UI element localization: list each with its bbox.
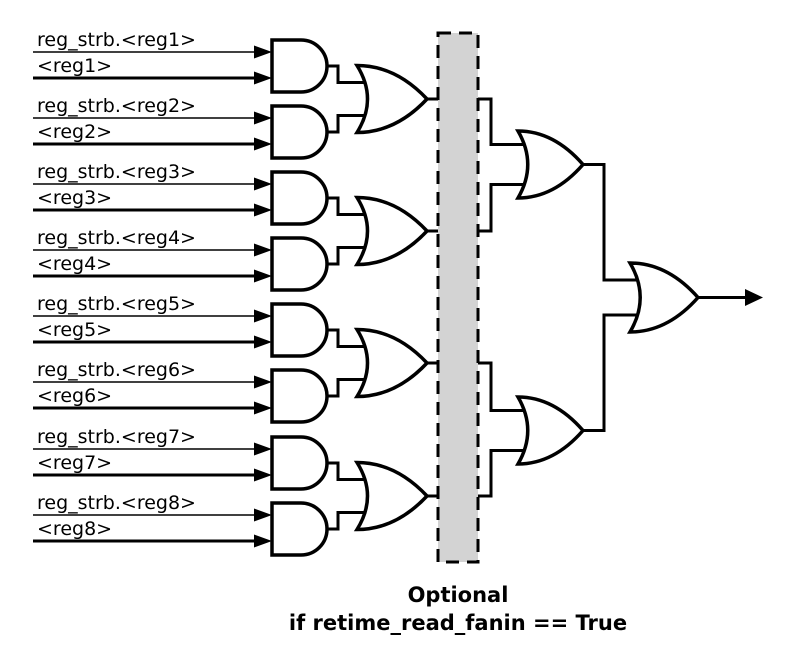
arrowhead-icon — [254, 508, 272, 522]
and-gate-6 — [270, 368, 329, 424]
input-label-reg-3: <reg3> — [37, 187, 112, 209]
input-label-reg-5: <reg5> — [37, 319, 112, 341]
or-gate-stage1-3 — [353, 327, 430, 399]
arrowhead-icon — [254, 45, 272, 59]
final-routing-wires — [583, 163, 646, 432]
wire-and4-or2 — [327, 246, 374, 266]
wire-and3-or2 — [327, 196, 374, 216]
arrowhead-icon — [254, 335, 272, 349]
input-row-5: reg_strb.<reg5> <reg5> — [33, 293, 272, 349]
input-label-strb-4: reg_strb.<reg4> — [37, 227, 196, 249]
arrowhead-icon — [254, 203, 272, 217]
and-gate-7 — [270, 435, 329, 491]
arrowhead-icon — [254, 468, 272, 482]
or-gate-stage1-1 — [353, 63, 430, 135]
optional-caption: Optional if retime_read_fanin == True — [289, 583, 627, 635]
input-row-7: reg_strb.<reg7> <reg7> — [33, 426, 272, 482]
arrowhead-icon — [254, 442, 272, 456]
input-label-strb-2: reg_strb.<reg2> — [37, 95, 196, 117]
stage1-stub-wires — [327, 64, 374, 531]
wire-and8-or4 — [327, 511, 374, 531]
arrowhead-icon — [254, 111, 272, 125]
wire-or6-final — [583, 313, 646, 432]
input-row-1: reg_strb.<reg1> <reg1> — [33, 29, 272, 85]
or-gate-stage1-2 — [353, 195, 430, 267]
and-gates — [270, 38, 329, 557]
input-row-3: reg_strb.<reg3> <reg3> — [33, 161, 272, 217]
or-gate-stage2-1 — [514, 129, 586, 200]
and-gate-1 — [270, 38, 329, 94]
and-gate-4 — [270, 236, 329, 292]
or-gate-stage1-4 — [353, 460, 430, 532]
stage1-or-gates — [353, 63, 430, 532]
input-label-reg-2: <reg2> — [37, 121, 112, 143]
arrowhead-icon — [254, 177, 272, 191]
wire-or5-final — [583, 163, 646, 282]
and-gate-3 — [270, 170, 329, 226]
input-row-4: reg_strb.<reg4> <reg4> — [33, 227, 272, 283]
input-row-6: reg_strb.<reg6> <reg6> — [33, 359, 272, 415]
arrowhead-icon — [254, 71, 272, 85]
arrowhead-icon — [254, 534, 272, 548]
and-gate-8 — [270, 501, 329, 557]
wire-and7-or4 — [327, 461, 374, 481]
and-gate-2 — [270, 104, 329, 160]
wire-and1-or1 — [327, 64, 374, 84]
input-label-reg-8: <reg8> — [37, 518, 112, 540]
arrowhead-icon — [254, 243, 272, 257]
and-gate-5 — [270, 302, 329, 358]
input-label-strb-3: reg_strb.<reg3> — [37, 161, 196, 183]
input-label-strb-1: reg_strb.<reg1> — [37, 29, 196, 51]
or-gate-final — [626, 261, 701, 334]
arrowhead-icon — [254, 309, 272, 323]
input-label-reg-1: <reg1> — [37, 55, 112, 77]
input-label-reg-6: <reg6> — [37, 385, 112, 407]
input-label-reg-7: <reg7> — [37, 452, 112, 474]
wire-and5-or3 — [327, 328, 374, 348]
wire-and2-or1 — [327, 114, 374, 134]
input-row-8: reg_strb.<reg8> <reg8> — [33, 492, 272, 548]
wire-and6-or3 — [327, 378, 374, 398]
optional-retime-region — [436, 31, 480, 564]
input-label-strb-7: reg_strb.<reg7> — [37, 426, 196, 448]
arrowhead-icon — [254, 401, 272, 415]
input-label-strb-8: reg_strb.<reg8> — [37, 492, 196, 514]
caption-line-2: if retime_read_fanin == True — [289, 611, 627, 635]
output-arrowhead-icon — [745, 289, 763, 306]
input-label-strb-6: reg_strb.<reg6> — [37, 359, 196, 381]
arrowhead-icon — [254, 375, 272, 389]
input-row-2: reg_strb.<reg2> <reg2> — [33, 95, 272, 151]
input-label-strb-5: reg_strb.<reg5> — [37, 293, 196, 315]
or-gate-stage2-2 — [514, 395, 586, 466]
arrowhead-icon — [254, 137, 272, 151]
caption-line-1: Optional — [408, 583, 509, 607]
input-label-reg-4: <reg4> — [37, 253, 112, 275]
final-or-output — [626, 261, 763, 334]
arrowhead-icon — [254, 269, 272, 283]
stage2-or-gates — [514, 129, 586, 466]
